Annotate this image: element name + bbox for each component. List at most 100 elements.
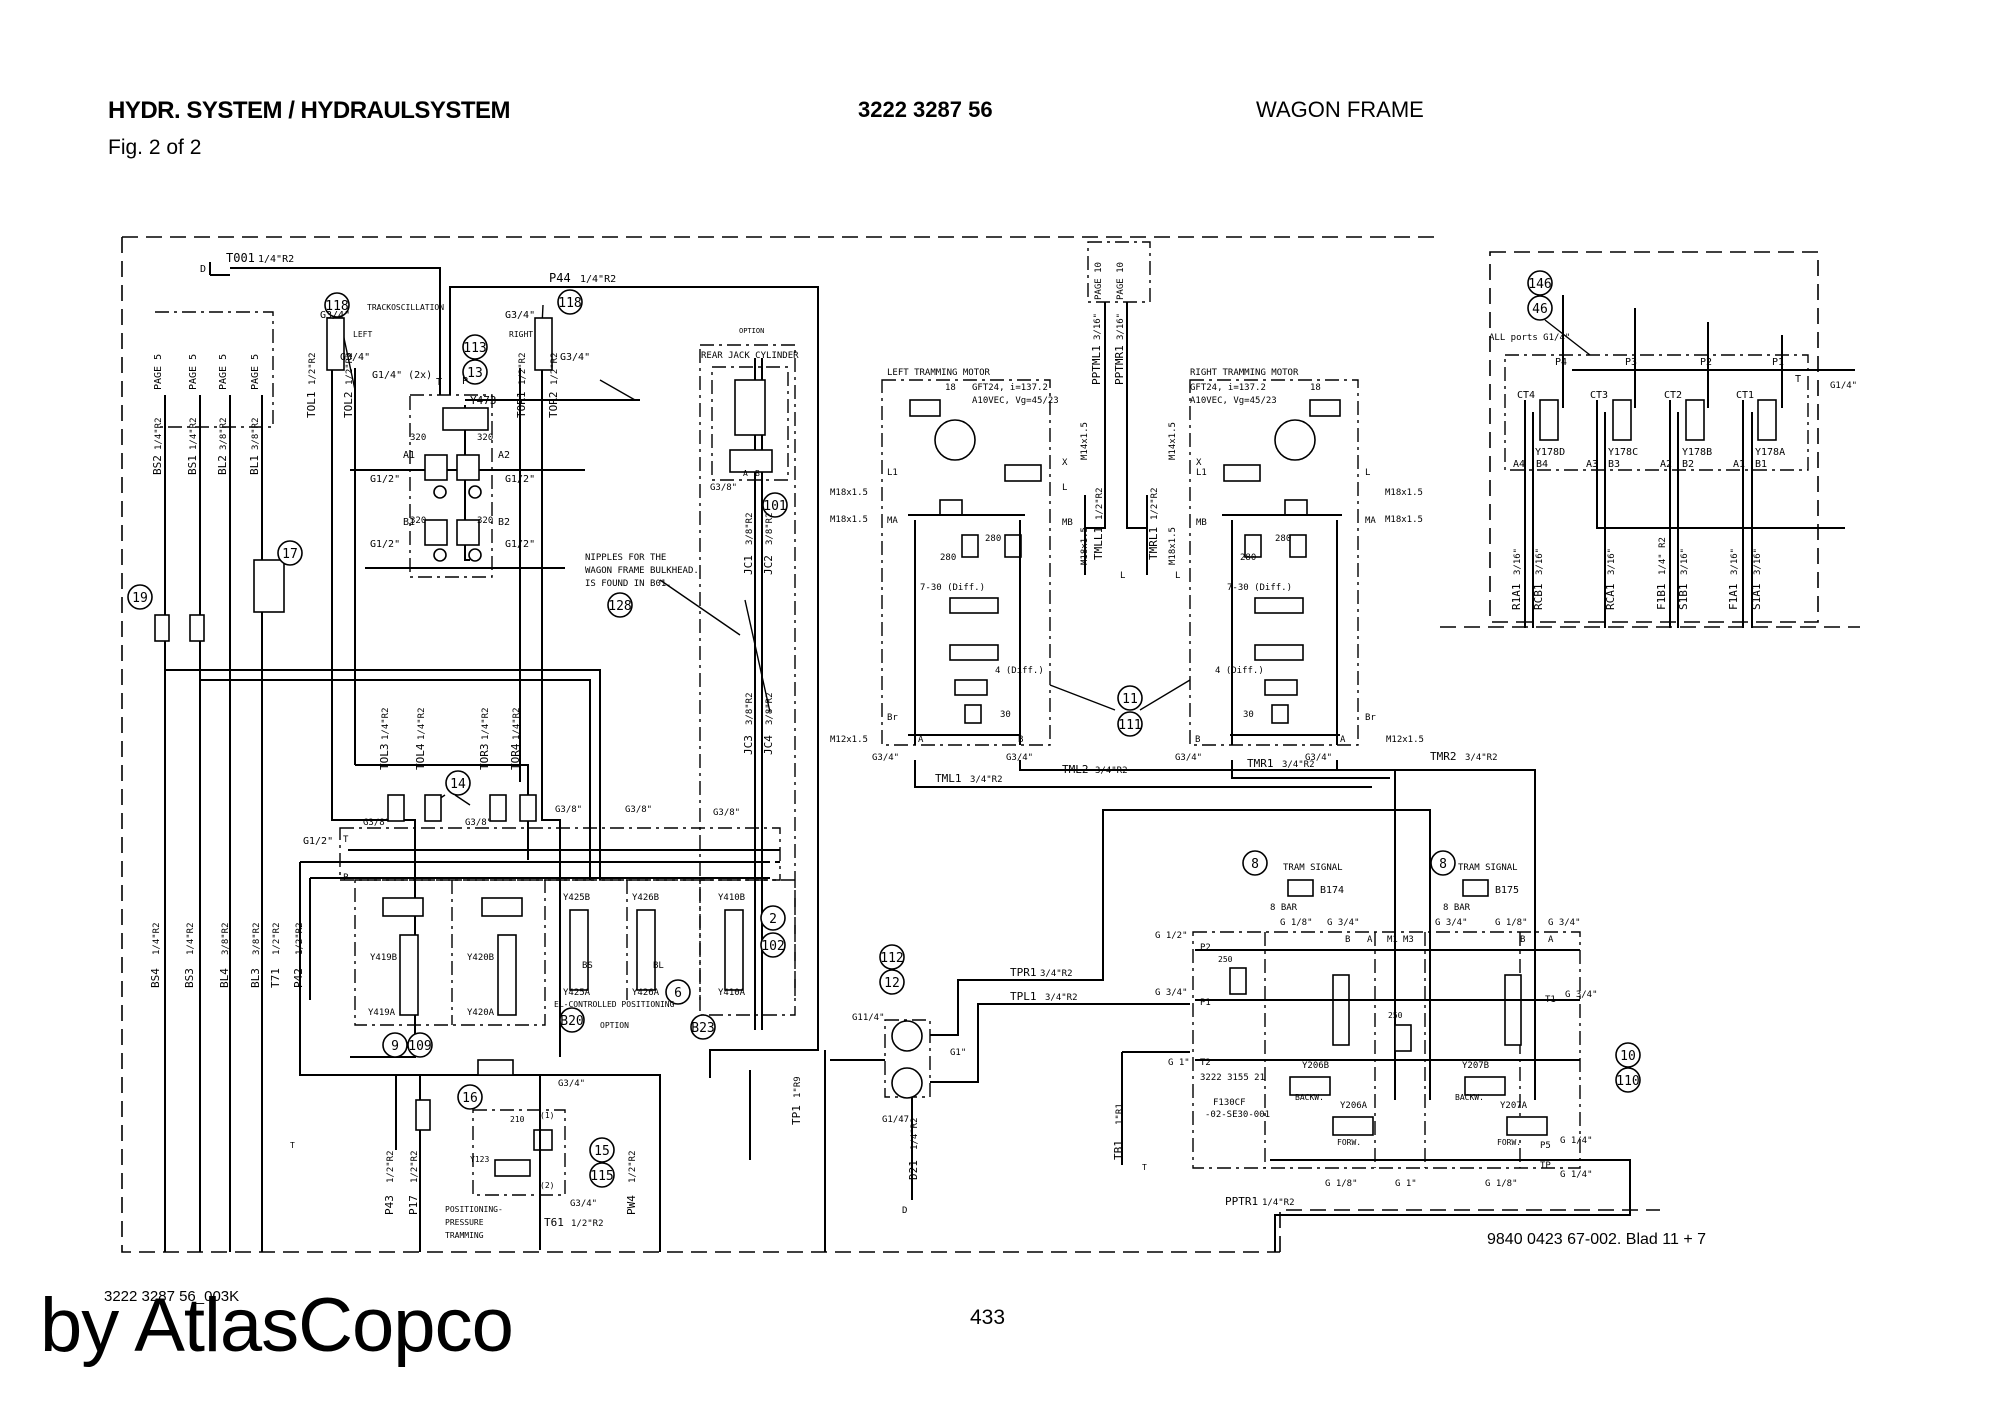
page-reference: PAGE 10 <box>1116 262 1126 300</box>
hose-BS1-group: BS1 <box>186 455 199 475</box>
callout-number: 128 <box>608 599 631 614</box>
hose-S1A1: S1A1 <box>1750 584 1763 611</box>
hose-P17: P17 <box>407 1195 420 1215</box>
port-thread: M18x1.5 <box>1385 488 1423 498</box>
hose-PPTMR1: PPTMR1 <box>1113 345 1126 385</box>
hose-size: 3/4"R2 <box>970 775 1003 785</box>
hose-size-group: 3/8"R2 <box>745 692 755 725</box>
track-oscillation-label: TRACKOSCILLATION <box>367 303 444 312</box>
port-label: A <box>1548 935 1554 945</box>
solenoid-Y426B: Y426B <box>632 893 659 903</box>
port-label: L <box>1120 571 1125 581</box>
port-size: G 1/4" <box>1560 1170 1593 1180</box>
callout-bubble <box>1117 711 1143 737</box>
port-label: (1) <box>540 1111 554 1120</box>
motor-spec: A10VEC, Vg=45/23 <box>1190 396 1277 406</box>
pressure-320: 320 <box>410 516 426 526</box>
right-motor-label: RIGHT TRAMMING MOTOR <box>1190 368 1299 378</box>
valve-bank-left <box>339 794 796 1026</box>
hose-F1B1: F1B1 <box>1655 584 1668 611</box>
valve-part-number: 3222 3155 21 <box>1200 1073 1265 1083</box>
el-positioning-label: EL-CONTROLLED POSITIONING <box>554 1000 675 1009</box>
callout-bubble <box>607 592 633 618</box>
hose-size-group: 3/8"R2 <box>765 512 775 545</box>
hose-size: 1"R1 <box>1115 1103 1125 1125</box>
hose-BL4: BL4 <box>218 968 231 988</box>
pressure-250: 250 <box>1218 955 1233 964</box>
hose-size: 3/8"R2 <box>252 922 262 955</box>
callout-number: 8 <box>1439 857 1447 872</box>
port-label: BL <box>653 961 664 971</box>
hose-size: 3/16" <box>1753 548 1763 575</box>
hose-size: 1/2"R2 <box>295 922 305 955</box>
callout-bubble <box>277 540 303 566</box>
port-label: A3 <box>1586 459 1598 470</box>
tram-signal-label: TRAM SIGNAL <box>1283 863 1343 873</box>
port-label: B2 <box>1682 459 1694 470</box>
solenoid-Y178D: Y178D <box>1535 447 1565 458</box>
port-label: MB <box>1196 518 1207 528</box>
motor-count: 18 <box>945 383 956 393</box>
port-label: T <box>436 377 442 388</box>
motor-spec: GFT24, i=137.2 <box>1190 383 1266 393</box>
callout-number: 109 <box>408 1039 431 1054</box>
watermark-brand: by AtlasCopco <box>40 1283 514 1368</box>
hose-TMLL1-group: TMLL1 <box>1092 527 1105 560</box>
hose-PPTML1: PPTML1 <box>1090 345 1103 385</box>
port-thread-group: M18x1.5 <box>1080 527 1090 565</box>
port-label: A1 <box>403 450 415 461</box>
right-label: RIGHT <box>509 330 533 339</box>
hose-size: 3/4"R2 <box>1045 993 1078 1003</box>
diff-label: 4 (Diff.) <box>995 666 1044 676</box>
drawing-reference: 9840 0423 67-002. Blad 11 + 7 <box>1487 1231 1706 1248</box>
hose-size-group: 1"R9 <box>793 1076 803 1098</box>
port-label: A <box>1340 735 1346 745</box>
hose-F1A1-group: F1A1 <box>1727 584 1740 611</box>
rear-jack-label: REAR JACK CYLINDER <box>701 351 799 361</box>
solenoid-Y207B: Y207B <box>1462 1061 1489 1071</box>
port-size: G1/47 <box>882 1115 909 1125</box>
port-size: G3/8" <box>710 483 737 493</box>
solenoid-Y425B: Y425B <box>563 893 590 903</box>
hose-RCB1-group: RCB1 <box>1532 584 1545 611</box>
hose-size: 1/4" R2 <box>1658 537 1668 575</box>
hose-PW4: PW4 <box>625 1195 638 1215</box>
solenoid-Y410B: Y410B <box>718 893 745 903</box>
hose-TB1: TB1 <box>1112 1140 1125 1160</box>
callout-bubble <box>462 359 488 385</box>
port-label: M3 <box>1403 935 1414 945</box>
hose-size: 1/2"R2 <box>386 1150 396 1183</box>
hose-BS2-group: BS2 <box>151 455 164 475</box>
port-label: BS <box>582 961 593 971</box>
hose-P44: P44 <box>549 271 571 285</box>
hose-T71-group: T71 <box>269 968 282 988</box>
hose-size-group: 1/4"R2 <box>910 1117 920 1150</box>
port-label: M1 <box>1387 935 1398 945</box>
hose-TOR3: TOR3 <box>478 744 491 771</box>
hose-D21-group: D21 <box>907 1160 920 1180</box>
port-label: A <box>918 735 924 745</box>
solenoid-Y410A: Y410A <box>718 988 746 998</box>
solenoid-Y123: Y123 <box>470 1155 489 1164</box>
hose-size: 3/8"R2 <box>765 692 775 725</box>
callout-bubble <box>324 292 350 318</box>
page-reference-group: PAGE 5 <box>218 354 229 390</box>
callout-bubble <box>1117 685 1143 711</box>
port-label: B4 <box>1536 459 1548 470</box>
hose-TMR1: TMR1 <box>1247 757 1274 770</box>
callout-bubble <box>879 969 905 995</box>
callout-bubble <box>457 1084 483 1110</box>
callout-number: 12 <box>884 976 900 991</box>
page-reference-group: PAGE 10 <box>1116 262 1126 300</box>
port-thread: M18x1.5 <box>1080 527 1090 565</box>
port-thread: M12x1.5 <box>1386 735 1424 745</box>
solenoid-Y178B: Y178B <box>1682 447 1712 458</box>
hose-RCA1: RCA1 <box>1604 584 1617 611</box>
hose-size-group: 1/4" R2 <box>1658 537 1668 575</box>
hose-size: 1/4"R2 <box>154 417 164 450</box>
port-label: B1 <box>1755 459 1767 470</box>
hose-TPL1: TPL1 <box>1010 990 1037 1003</box>
forward-label: FORW. <box>1337 1138 1361 1147</box>
